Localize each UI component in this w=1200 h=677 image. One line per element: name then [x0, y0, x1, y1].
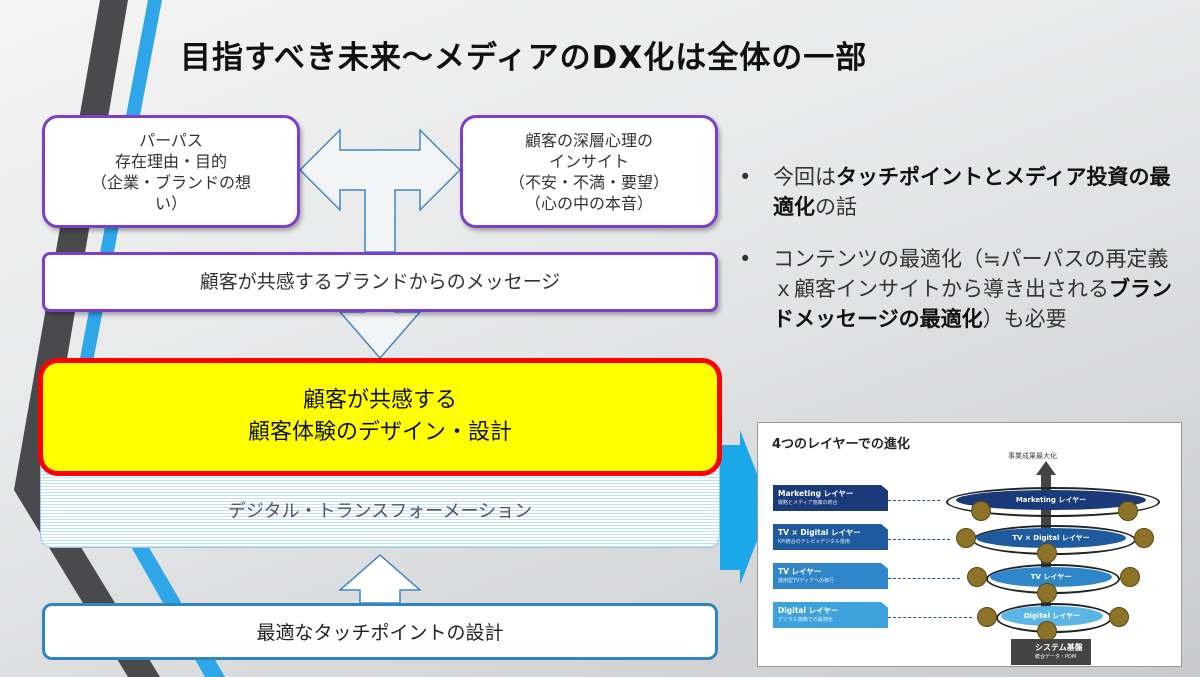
bullet-item: 今回はタッチポイントとメディア投資の最適化の話 — [735, 162, 1175, 222]
layer-evolution-inset: 4つのレイヤーでの進化 事業成果最大化 Marketing レイヤー戦略とメディ… — [757, 422, 1182, 667]
layer-ellipse-digital: Digital レイヤー — [1001, 606, 1103, 626]
layer-sub: デジタル施策での最適化 — [778, 617, 833, 623]
layer-label-marketing: Marketing レイヤー戦略とメディア施策の統合 — [773, 485, 888, 511]
cx-line: 顧客が共感する — [302, 388, 457, 413]
touchpoint-box: 最適なタッチポイントの設計 — [42, 603, 718, 660]
badge-icon — [971, 501, 991, 521]
connector — [888, 578, 960, 579]
system-base-box: システム基盤 統合データ・PDM — [1011, 639, 1091, 665]
insight-line: （心の中の本音） — [524, 193, 653, 213]
badge-icon — [1118, 501, 1138, 521]
layer-name: Digital レイヤー — [778, 606, 839, 615]
purpose-line: パーパス — [139, 130, 203, 150]
customer-experience-box: 顧客が共感する 顧客体験のデザイン・設計 — [38, 358, 722, 476]
bold-text: タッチポイントとメディア投資の最適化 — [773, 165, 1171, 219]
brand-message-box: 顧客が共感するブランドからのメッセージ — [42, 252, 718, 312]
layer-name: TV × Digital レイヤー — [778, 528, 861, 537]
layer-sub: KPI統合のテレビ×デジタル運用 — [778, 539, 850, 545]
bold-text: ブランドメッセージの最適化 — [773, 277, 1172, 331]
connector — [888, 500, 940, 501]
badge-icon — [1037, 621, 1057, 641]
text: の話 — [815, 195, 857, 219]
cycle-ring — [946, 487, 1160, 517]
text: ）も必要 — [982, 307, 1067, 331]
badge-icon — [977, 607, 997, 627]
inset-title: 4つのレイヤーでの進化 — [772, 437, 910, 452]
insight-line: （不安・不満・要望） — [508, 172, 669, 192]
layer-ellipse-tv: TV レイヤー — [990, 567, 1112, 587]
badge-icon — [1134, 528, 1154, 548]
growth-arrow-icon — [1036, 461, 1056, 475]
badge-icon — [1120, 567, 1140, 587]
layer-label-tv-digital: TV × Digital レイヤー KPI統合のテレビ×デジタル運用 — [773, 524, 888, 550]
bullet-item: コンテンツの最適化（≒パーパスの再定義ｘ顧客インサイトから導き出されるブランドメ… — [735, 244, 1175, 334]
insight-line: 顧客の深層心理の — [524, 130, 653, 150]
layer-sub: 戦略とメディア施策の統合 — [778, 500, 838, 506]
layer-name: Marketing レイヤー — [778, 489, 854, 498]
layer-sub: 運用型TVディアへの移行 — [778, 578, 835, 584]
insight-box: 顧客の深層心理の インサイト （不安・不満・要望） （心の中の本音） — [460, 115, 718, 228]
connector — [888, 539, 950, 540]
system-base-sub: 統合データ・PDM — [1035, 654, 1077, 660]
layer-label-tv: TV レイヤー運用型TVディアへの移行 — [773, 563, 888, 589]
slide-title: 目指すべき未来〜メディアのDX化は全体の一部 — [180, 40, 868, 76]
badge-icon — [967, 567, 987, 587]
bullet-list: 今回はタッチポイントとメディア投資の最適化の話 コンテンツの最適化（≒パーパスの… — [735, 162, 1175, 356]
inset-goal-label: 事業成果最大化 — [1008, 452, 1057, 460]
system-base-label: システム基盤 — [1035, 643, 1083, 652]
cx-line: 顧客体験のデザイン・設計 — [247, 420, 512, 445]
badge-icon — [1037, 583, 1057, 603]
badge-icon — [1037, 543, 1057, 563]
connector — [888, 617, 972, 618]
dx-band: デジタル・トランスフォーメーション — [40, 462, 720, 548]
double-arrow — [298, 128, 462, 604]
purpose-box: パーパス 存在理由・目的 （企業・ブランドの想 い） — [42, 115, 300, 228]
right-arrow — [720, 430, 770, 585]
purpose-line: 存在理由・目的 — [114, 151, 227, 171]
layer-ellipse-tv-digital: TV × Digital レイヤー — [976, 528, 1126, 548]
insight-line: インサイト — [548, 151, 629, 171]
layer-name: TV レイヤー — [778, 567, 822, 576]
purpose-line: い） — [154, 193, 187, 213]
layer-ellipse-marketing: Marketing レイヤー — [956, 490, 1146, 510]
text: コンテンツの最適化（≒パーパスの再定義ｘ顧客インサイトから導き出される — [773, 247, 1169, 301]
badge-icon — [1109, 607, 1129, 627]
badge-icon — [956, 528, 976, 548]
purpose-line: （企業・ブランドの想 — [90, 172, 251, 192]
text: 今回は — [773, 165, 836, 189]
layer-label-digital: Digital レイヤーデジタル施策での最適化 — [773, 602, 888, 628]
